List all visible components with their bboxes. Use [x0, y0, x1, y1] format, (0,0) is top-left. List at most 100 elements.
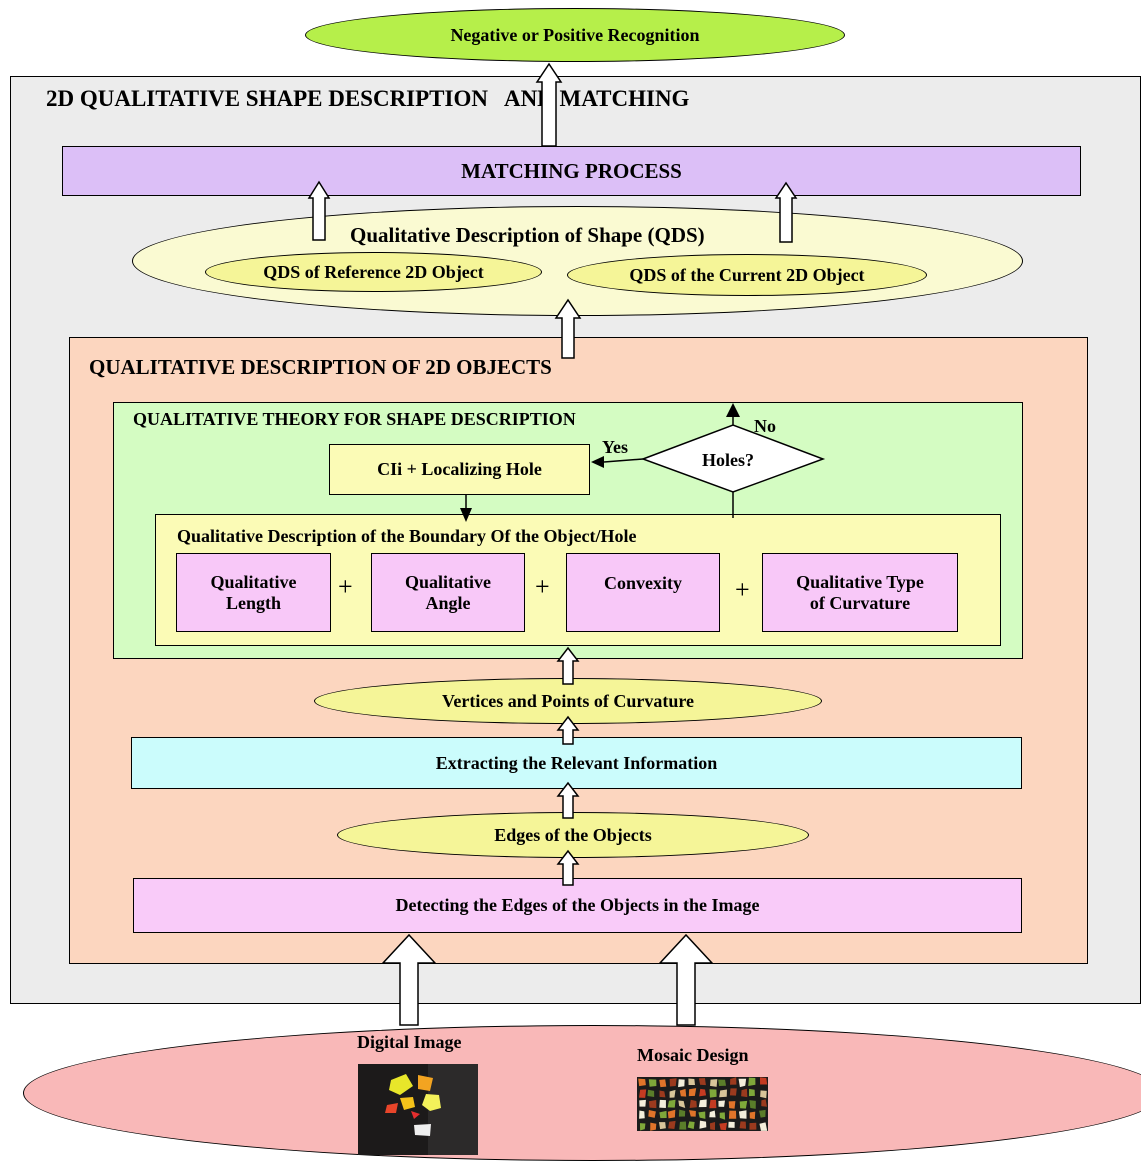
mosaic-tile [709, 1121, 716, 1131]
plus-sign-2: + [535, 572, 550, 601]
mosaic-tile [738, 1078, 747, 1088]
mosaic-tile [698, 1099, 707, 1108]
detecting-label: Detecting the Edges of the Objects in th… [395, 895, 760, 915]
mosaic-tile [729, 1088, 737, 1096]
mosaic-tile [698, 1111, 706, 1119]
mosaic-tile [709, 1110, 716, 1118]
matching-process-label: MATCHING PROCESS [461, 158, 682, 183]
yes-arrowhead [591, 456, 604, 468]
mosaic-tile [648, 1110, 656, 1118]
localizing-hole-label: CIi + Localizing Hole [377, 459, 542, 479]
edges-ellipse: Edges of the Objects [337, 812, 809, 858]
mosaic-tile [658, 1122, 666, 1130]
arrow-mosaic-up [658, 933, 714, 1026]
detecting-box: Detecting the Edges of the Objects in th… [133, 878, 1022, 933]
mosaic-tile [687, 1121, 695, 1130]
mosaic-tile [667, 1109, 676, 1119]
mosaic-tile [760, 1090, 767, 1099]
arrow-edges-to-extracting [556, 781, 580, 819]
qualitative-angle-line2: Angle [425, 592, 471, 613]
qualitative-angle-line1: Qualitative [405, 571, 491, 592]
mosaic-tile [719, 1112, 726, 1120]
qualitative-length-line2: Length [225, 592, 281, 613]
mosaic-tile [648, 1079, 657, 1087]
mosaic-tile [679, 1121, 687, 1130]
theory-frame-title: QUALITATIVE THEORY FOR SHAPE DESCRIPTION [133, 409, 576, 429]
mosaic-tile [749, 1122, 757, 1130]
mosaic-tile [638, 1089, 647, 1098]
extracting-box: Extracting the Relevant Information [131, 737, 1022, 789]
mosaic-tile [659, 1090, 666, 1098]
arrow-current-to-matching [774, 181, 798, 243]
mosaic-tile [730, 1077, 737, 1085]
qds-current-label: QDS of the Current 2D Object [629, 264, 865, 285]
holes-decision [640, 424, 826, 493]
mosaic-tile [719, 1122, 727, 1131]
mosaic-tile [718, 1079, 727, 1086]
arrow-digital-image-up [381, 933, 437, 1026]
mosaic-tile [749, 1111, 756, 1120]
mosaic-tiles [638, 1077, 768, 1131]
mosaic-tile [759, 1122, 768, 1131]
mosaic-tile [669, 1089, 676, 1098]
yes-label: Yes [602, 437, 628, 457]
qds-reference-label: QDS of Reference 2D Object [263, 261, 484, 282]
qualitative-length-line1: Qualitative [210, 571, 297, 592]
mosaic-tile [748, 1088, 755, 1097]
mosaic-tile [709, 1089, 717, 1098]
mosaic-tile [739, 1121, 747, 1129]
mosaic-design-label: Mosaic Design [637, 1045, 749, 1065]
edges-label: Edges of the Objects [494, 824, 652, 845]
holes-label: Holes? [702, 450, 754, 470]
input-ellipse [23, 1025, 1141, 1161]
mosaic-tile [699, 1120, 707, 1129]
plus-sign-1: + [338, 572, 353, 601]
mosaic-tile [659, 1099, 666, 1109]
arrow-extracting-to-vertices [556, 715, 580, 745]
mosaic-design-thumbnail [637, 1077, 768, 1131]
recognition-output: Negative or Positive Recognition [305, 8, 845, 62]
curvature-type-line1: Qualitative Type [796, 571, 924, 592]
mosaic-tile [678, 1109, 686, 1117]
plus-sign-3: + [735, 575, 750, 604]
no-arrowhead [726, 403, 740, 417]
convexity-line1: Convexity [604, 573, 682, 593]
mosaic-tile [639, 1099, 646, 1107]
mosaic-tile [759, 1109, 766, 1118]
no-label: No [754, 416, 776, 436]
mosaic-tile [761, 1099, 767, 1107]
mosaic-tile [710, 1079, 718, 1087]
mosaic-tile [659, 1079, 667, 1088]
mosaic-tile [678, 1100, 686, 1109]
mosaic-tile [678, 1079, 685, 1088]
mosaic-tile [719, 1089, 727, 1098]
curvature-type-box: Qualitative Type of Curvature [762, 553, 958, 632]
vertices-label: Vertices and Points of Curvature [442, 690, 694, 711]
main-frame-title: 2D QUALITATIVE SHAPE DESCRIPTION AND MAT… [46, 86, 690, 111]
mosaic-tile [741, 1088, 748, 1098]
convexity-box: Convexity [566, 553, 720, 632]
mosaic-tile [749, 1100, 756, 1109]
cli-to-boundary-arrowhead [460, 508, 472, 522]
digital-image-shapes [358, 1064, 478, 1155]
qds-title: Qualitative Description of Shape (QDS) [350, 223, 705, 247]
mosaic-tile [688, 1078, 695, 1086]
qualitative-angle-box: Qualitative Angle [371, 553, 525, 632]
objects-frame-title: QUALITATIVE DESCRIPTION OF 2D OBJECTS [89, 355, 552, 379]
qds-reference: QDS of Reference 2D Object [205, 252, 542, 292]
mosaic-tile [698, 1078, 706, 1086]
mosaic-tile [639, 1123, 646, 1131]
arrow-detecting-to-edges [556, 849, 580, 886]
mosaic-tile [739, 1100, 748, 1109]
mosaic-tile [748, 1077, 756, 1087]
mosaic-tile [689, 1110, 696, 1117]
mosaic-tile [759, 1077, 768, 1085]
mosaic-tile [728, 1101, 736, 1109]
extracting-label: Extracting the Relevant Information [435, 752, 718, 773]
mosaic-tile [688, 1088, 697, 1097]
mosaic-tile [709, 1099, 717, 1109]
mosaic-tile [647, 1089, 655, 1097]
mosaic-tile [668, 1120, 676, 1130]
arrow-vertices-to-theory [556, 646, 580, 685]
